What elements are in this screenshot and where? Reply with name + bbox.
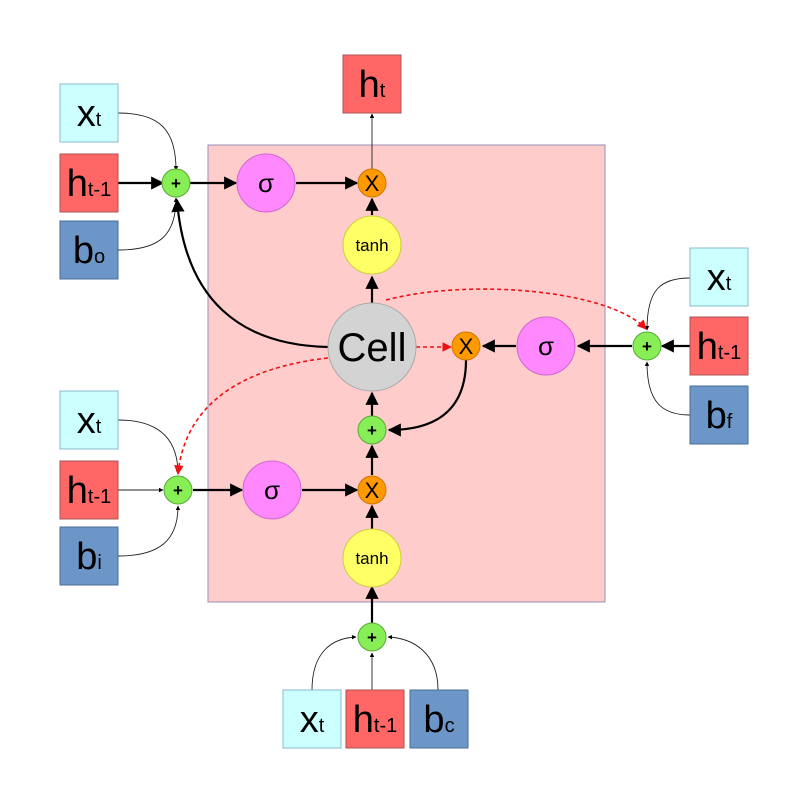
output-gate-sigmoid-node: σ: [236, 153, 296, 213]
svg-text:ht-1: ht-1: [67, 470, 111, 512]
svg-text:+: +: [642, 337, 652, 356]
input-gate-xt-box: xt: [59, 390, 119, 450]
input-gate-sigmoid-node: σ: [242, 460, 302, 520]
svg-text:xt: xt: [77, 400, 102, 442]
svg-text:+: +: [367, 421, 377, 440]
svg-text:bo: bo: [73, 230, 105, 272]
output-ht-box: ht: [342, 54, 402, 114]
output-gate-bo-box: bo: [59, 220, 119, 280]
svg-text:ht-1: ht-1: [67, 163, 111, 205]
output-gate-sum-node: +: [161, 168, 191, 198]
svg-text:ht: ht: [359, 64, 386, 106]
svg-text:ht-1: ht-1: [353, 699, 397, 741]
svg-text:+: +: [173, 481, 183, 500]
svg-text:xt: xt: [77, 93, 102, 135]
cell-update-sum-node: +: [357, 415, 387, 445]
svg-text:σ: σ: [258, 168, 274, 198]
candidate-ht-1-box: ht-1: [345, 689, 405, 749]
candidate-xt-box: xt: [282, 689, 342, 749]
svg-text:ht-1: ht-1: [697, 326, 741, 368]
forget-gate-xt-box: xt: [689, 247, 749, 307]
svg-text:X: X: [459, 334, 474, 359]
candidate-tanh-node: tanh: [342, 528, 402, 588]
svg-text:+: +: [171, 174, 181, 193]
input-gate-sum-node: +: [163, 475, 193, 505]
svg-text:X: X: [365, 171, 380, 196]
forget-gate-sigmoid-node: σ: [516, 316, 576, 376]
input-gate-bi-box: bi: [59, 526, 119, 586]
svg-text:bf: bf: [706, 395, 733, 437]
svg-text:σ: σ: [264, 475, 280, 505]
output-gate-xt-box: xt: [59, 83, 119, 143]
svg-text:bi: bi: [76, 536, 102, 578]
svg-text:X: X: [365, 478, 380, 503]
input-multiply-node: X: [357, 475, 387, 505]
candidate-sum-node: +: [357, 622, 387, 652]
svg-text:xt: xt: [707, 257, 732, 299]
cell-state-node: Cell: [327, 302, 417, 392]
output-multiply-node: X: [357, 168, 387, 198]
svg-text:xt: xt: [300, 699, 325, 741]
svg-text:Cell: Cell: [338, 326, 407, 370]
svg-text:tanh: tanh: [355, 236, 388, 255]
svg-text:σ: σ: [538, 331, 554, 361]
svg-text:bc: bc: [423, 699, 454, 741]
forget-gate-bf-box: bf: [689, 385, 749, 445]
svg-text:+: +: [367, 628, 377, 647]
forget-multiply-node: X: [451, 331, 481, 361]
output-tanh-node: tanh: [342, 215, 402, 275]
candidate-bc-box: bc: [409, 689, 469, 749]
forget-gate-sum-node: +: [632, 331, 662, 361]
output-gate-ht-1-box: ht-1: [59, 153, 119, 213]
svg-text:tanh: tanh: [355, 549, 388, 568]
forget-gate-ht-1-box: ht-1: [689, 316, 749, 376]
input-gate-ht-1-box: ht-1: [59, 460, 119, 520]
